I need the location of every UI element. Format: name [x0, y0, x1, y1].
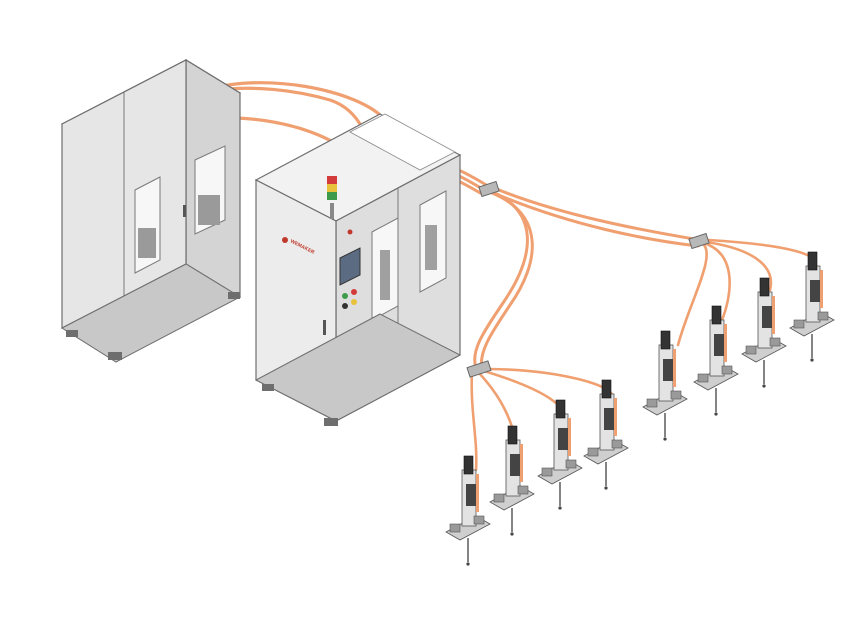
screwdriver-module [489, 425, 535, 536]
control-button [351, 299, 357, 305]
screwdriver-module [642, 330, 688, 441]
cable [494, 192, 700, 248]
screwdriver-module [693, 305, 739, 416]
screwdriver-module [445, 455, 491, 566]
cable-junction [688, 232, 710, 250]
signal-tower [327, 176, 337, 219]
cable [492, 186, 702, 242]
control-button [342, 303, 348, 309]
screwdriver-module [789, 251, 835, 362]
cable [473, 188, 529, 370]
screwdriver-module [537, 399, 583, 510]
door-handle [323, 320, 326, 335]
main-control-cabinet: WEMAKER [254, 113, 462, 426]
control-button [342, 293, 348, 299]
cable-junction [466, 360, 492, 378]
brand-logo [347, 229, 353, 235]
screwdriver-module [741, 277, 787, 388]
cable-junction [478, 180, 500, 198]
door-handle [183, 205, 186, 217]
cable-junctions [466, 180, 710, 378]
brand-logo [282, 237, 288, 243]
cable [676, 240, 708, 347]
control-button [351, 289, 357, 295]
screwdriver-modules [445, 251, 835, 566]
cable [488, 367, 614, 397]
hmi-screen [339, 247, 361, 286]
auxiliary-cabinet [60, 58, 242, 363]
cable [470, 370, 478, 472]
door-window [134, 176, 161, 274]
cable [702, 241, 731, 322]
cable [704, 240, 773, 292]
screwdriver-module [583, 379, 629, 490]
cable [479, 191, 534, 372]
